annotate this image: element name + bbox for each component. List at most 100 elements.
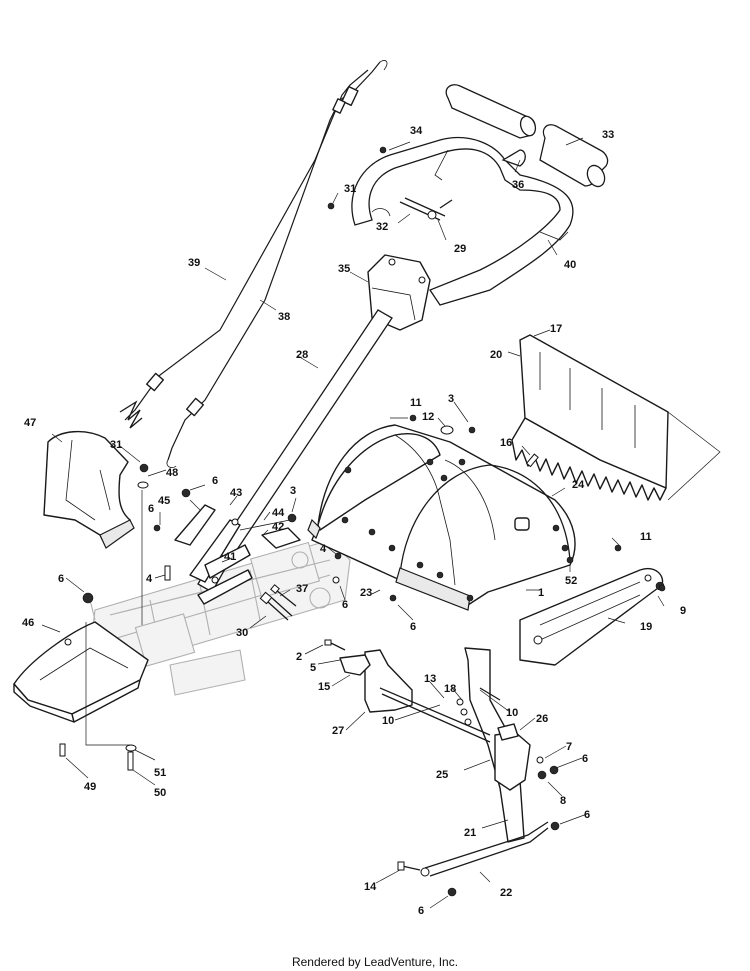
callout-32: 32	[376, 221, 388, 233]
callout-25: 25	[436, 769, 448, 781]
callout-34: 34	[410, 125, 423, 137]
callout-6h: 6	[418, 905, 424, 917]
callout-14: 14	[364, 881, 377, 893]
depth-bar	[519, 568, 665, 666]
tine-shield-left	[43, 430, 135, 549]
callout-35: 35	[338, 263, 350, 275]
callout-24: 24	[572, 479, 585, 491]
callout-28: 28	[296, 349, 308, 361]
callout-30: 30	[236, 627, 248, 639]
leader-lines	[41, 137, 665, 909]
callout-6d: 6	[342, 599, 348, 611]
callout-21: 21	[464, 827, 476, 839]
bolt-52	[566, 556, 574, 564]
callout-1: 1	[538, 587, 544, 599]
callout-10b: 10	[382, 715, 394, 727]
nut-9	[658, 584, 666, 592]
callout-20: 20	[490, 349, 502, 361]
callout-3a: 3	[290, 485, 296, 497]
nut-6-shield	[82, 592, 94, 604]
callout-6b: 6	[148, 503, 154, 515]
control-cables	[119, 60, 388, 468]
callout-4b: 4	[320, 543, 327, 555]
nut-31	[139, 463, 149, 473]
callout-41: 41	[224, 551, 236, 563]
callout-6g: 6	[584, 809, 590, 821]
callout-18: 18	[444, 683, 456, 695]
callout-4a: 4	[146, 573, 153, 585]
bolt-16	[525, 453, 539, 468]
callout-26: 26	[536, 713, 548, 725]
nut-11-right	[614, 544, 622, 552]
callout-31a: 31	[344, 183, 356, 195]
washer-48	[137, 481, 149, 489]
callout-6e: 6	[410, 621, 416, 633]
nut-6-left2	[153, 524, 161, 532]
callout-38: 38	[278, 311, 290, 323]
callout-23: 23	[360, 587, 372, 599]
callout-11a: 11	[410, 397, 422, 409]
handle-grip-right	[539, 124, 609, 188]
nut-6-lift	[549, 765, 559, 775]
bolt-2	[324, 639, 332, 646]
callout-5: 5	[310, 662, 316, 674]
callout-6a: 6	[212, 475, 218, 487]
nut-6-bottom	[447, 887, 457, 897]
callout-42: 42	[272, 521, 284, 533]
callout-44: 44	[272, 507, 285, 519]
callout-2: 2	[296, 651, 302, 663]
nut-11-top	[409, 414, 417, 422]
callout-12: 12	[422, 411, 434, 423]
handle-mount-brackets	[174, 504, 301, 605]
nut-6-rod	[550, 821, 560, 831]
nut-31-top	[327, 202, 335, 210]
callout-6c: 6	[58, 573, 64, 585]
transmission-ghost	[89, 539, 351, 696]
nut-34	[379, 146, 387, 154]
callout-31b: 31	[110, 439, 122, 451]
nut-6-left	[181, 488, 191, 498]
callout-7: 7	[566, 741, 572, 753]
callout-labels: 1 2 3 3 4 4 5 6 6 6 6 6 6 6 6 7 8 9 10 1…	[22, 125, 686, 917]
callout-33: 33	[602, 129, 614, 141]
callout-45: 45	[158, 495, 170, 507]
callout-46: 46	[22, 617, 34, 629]
callout-39: 39	[188, 257, 200, 269]
callout-52: 52	[565, 575, 577, 587]
bolts-30-37	[259, 584, 297, 621]
bolt-4-left	[164, 565, 171, 581]
footer-credit: Rendered by LeadVenture, Inc.	[291, 955, 459, 969]
hardware	[59, 146, 666, 897]
callout-22: 22	[500, 887, 512, 899]
nut-6-mid	[332, 576, 340, 584]
bolt-3-top	[468, 426, 476, 434]
bolt-49	[59, 743, 66, 757]
washer-51	[125, 744, 137, 752]
callout-43: 43	[230, 487, 242, 499]
nut-3-left	[287, 513, 297, 523]
callout-6f: 6	[582, 753, 588, 765]
tine-flap	[511, 334, 721, 501]
callout-36: 36	[512, 179, 524, 191]
callout-47: 47	[24, 417, 36, 429]
callout-15: 15	[318, 681, 330, 693]
tine-hood	[307, 424, 576, 611]
callout-51: 51	[154, 767, 166, 779]
callout-16: 16	[500, 437, 512, 449]
handlebar-assembly	[351, 84, 609, 306]
tine-shield-right	[13, 621, 149, 723]
wheel-lift-assembly	[324, 639, 549, 877]
nut-6-hood	[389, 594, 397, 602]
callout-10a: 10	[506, 707, 518, 719]
handle-grip-left	[445, 84, 537, 139]
bolt-50	[127, 751, 134, 771]
washer-12	[440, 425, 454, 435]
nut-8	[537, 770, 547, 780]
callout-48: 48	[166, 467, 178, 479]
callout-9: 9	[680, 605, 686, 617]
callout-29: 29	[454, 243, 466, 255]
nut-4-mid	[334, 552, 342, 560]
callout-27: 27	[332, 725, 344, 737]
callout-13: 13	[424, 673, 436, 685]
